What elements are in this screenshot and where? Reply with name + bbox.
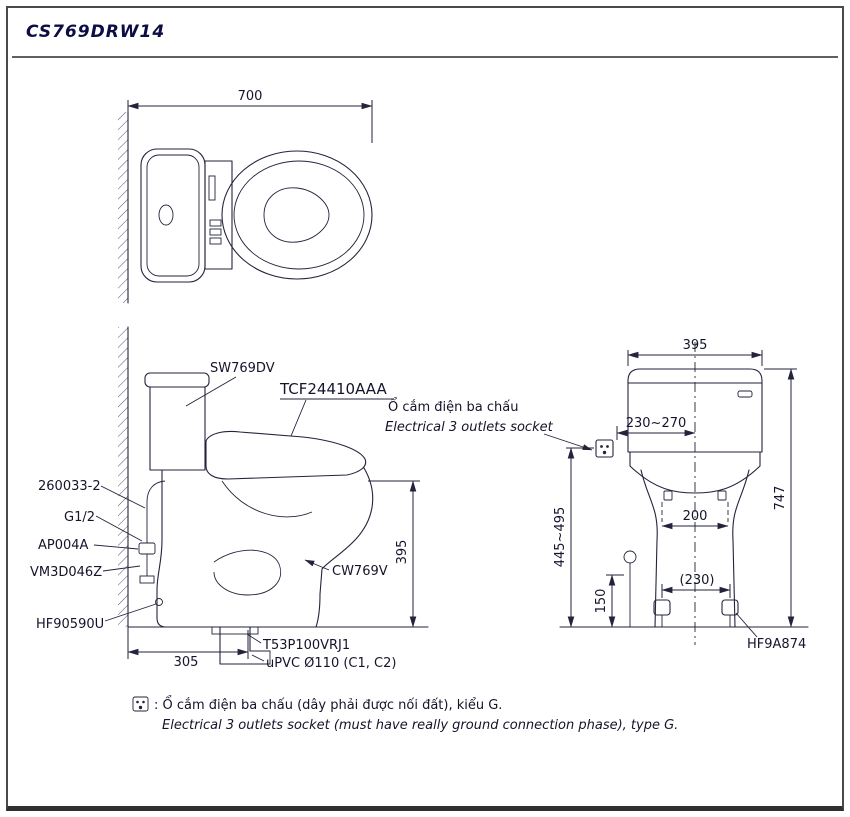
dim-outlet-height-label: 445~495: [553, 507, 568, 568]
control-button-2: [209, 228, 222, 236]
dim-depth-label: 700: [238, 89, 263, 104]
dim-width-label: 395: [683, 338, 708, 353]
dim-bowl-height: 395: [368, 480, 420, 628]
bolt-cap-right: [721, 599, 739, 616]
bowl-front: [315, 467, 374, 628]
dim-bolt-spacing: (230): [661, 573, 731, 598]
label-thread: G1/2: [64, 510, 95, 525]
dim-drain-offset: 305: [127, 627, 249, 670]
toto-logo: [737, 390, 753, 398]
trapway: [213, 549, 282, 596]
legend: : Ổ cắm điện ba chấu (dây phải được nối …: [132, 696, 678, 733]
leader-drain-joint: [246, 633, 262, 644]
label-supply-pipe: VM3D046Z: [30, 565, 102, 580]
dim-mount-width: 200: [661, 509, 729, 530]
seat-outline: [221, 150, 373, 280]
supply-hose: [146, 480, 166, 543]
label-bowl: CW769V: [332, 564, 388, 579]
wall-hatch-side: [118, 327, 128, 627]
legend-line1: : Ổ cắm điện ba chấu (dây phải được nối …: [154, 696, 502, 713]
seat-front: [629, 451, 761, 494]
seat-hinge-right: [717, 490, 727, 501]
dim-total-height-label: 747: [773, 486, 788, 511]
hinge-detail: [208, 175, 216, 201]
outlet-callout-vi: Ổ cắm điện ba chấu: [388, 398, 518, 415]
front-view: 395 230~270 200 (230): [553, 338, 809, 652]
legend-line2: Electrical 3 outlets socket (must have r…: [162, 718, 678, 733]
seat-emboss: [263, 187, 330, 243]
valve-front: [623, 550, 637, 564]
pedestal-right: [732, 469, 750, 628]
tank-front: [627, 368, 763, 453]
dim-total-height: 747: [764, 368, 797, 628]
dim-outlet-height: 445~495: [553, 447, 594, 628]
label-drain-joint: T53P100VRJ1: [262, 638, 350, 653]
dim-supply-height: 150: [594, 574, 624, 628]
floor-flange-bolt: [155, 598, 163, 606]
tank-body: [149, 386, 206, 471]
dim-outlet-offset: 230~270: [616, 416, 696, 440]
seat-hinge-left: [663, 490, 673, 501]
label-tank: SW769DV: [210, 361, 275, 376]
bowl-rear: [156, 469, 167, 628]
outlet-callout-en: Electrical 3 outlets socket: [385, 420, 554, 435]
leader-thread: [95, 515, 143, 542]
label-floor-flange: HF90590U: [36, 617, 104, 632]
washlet-profile: [205, 430, 367, 480]
wall-hatch-top: [118, 112, 128, 303]
washlet-hinge-plan: [204, 160, 233, 270]
drain-flange: [211, 626, 259, 635]
tank-plan-inner: [146, 154, 200, 277]
page-title: CS769DRW14: [26, 22, 166, 42]
tank-lid: [144, 372, 210, 388]
outlet-legend-icon: [132, 696, 149, 712]
pedestal-left: [640, 469, 658, 628]
supply-flange: [139, 575, 155, 584]
label-valve: AP004A: [38, 538, 89, 553]
dim-width: 395: [627, 338, 763, 366]
dim-supply-height-label: 150: [594, 589, 609, 614]
outlet-callout: Ổ cắm điện ba chấu Electrical 3 outlets …: [385, 398, 593, 451]
top-view: 700: [118, 89, 373, 304]
outlet-callout-arrow: [543, 433, 593, 451]
control-button-1: [209, 219, 222, 227]
label-washlet: TCF24410AAA: [279, 380, 387, 398]
label-drain-pipe: uPVC Ø110 (C1, C2): [266, 656, 396, 671]
dim-mount-width-label: 200: [683, 509, 708, 524]
leader-floor-flange: [104, 603, 157, 622]
leader-washlet: [290, 399, 307, 437]
drain-elbow-inner: [249, 626, 271, 652]
bowl-rim-inner: [221, 480, 313, 518]
leader-bowl: [304, 559, 330, 571]
label-bolt-cap: HF9A874: [747, 637, 806, 652]
leader-valve: [93, 544, 139, 550]
leader-tank: [185, 376, 237, 407]
dim-outlet-offset-label: 230~270: [626, 416, 687, 431]
leader-hose: [100, 485, 146, 509]
flush-button: [158, 204, 174, 226]
label-hose: 260033-2: [38, 479, 101, 494]
bolt-cap-left: [653, 599, 671, 616]
stop-valve: [138, 542, 156, 555]
seat-lid-outline: [233, 160, 365, 270]
drain-elbow-outer: [219, 626, 271, 665]
leader-drain-pipe: [251, 654, 265, 662]
side-view: SW769DV TCF24410AAA 260033-2 G1/2 AP004A…: [30, 326, 593, 671]
leader-bolt-cap: [735, 612, 758, 638]
dim-bowl-height-label: 395: [395, 540, 410, 565]
dim-depth-700: 700: [127, 89, 373, 143]
leader-supply-pipe: [102, 565, 141, 572]
dim-drain-offset-label: 305: [174, 655, 199, 670]
outlet-icon: [595, 439, 614, 458]
control-button-3: [209, 237, 222, 245]
dim-bolt-spacing-label: (230): [680, 573, 715, 588]
